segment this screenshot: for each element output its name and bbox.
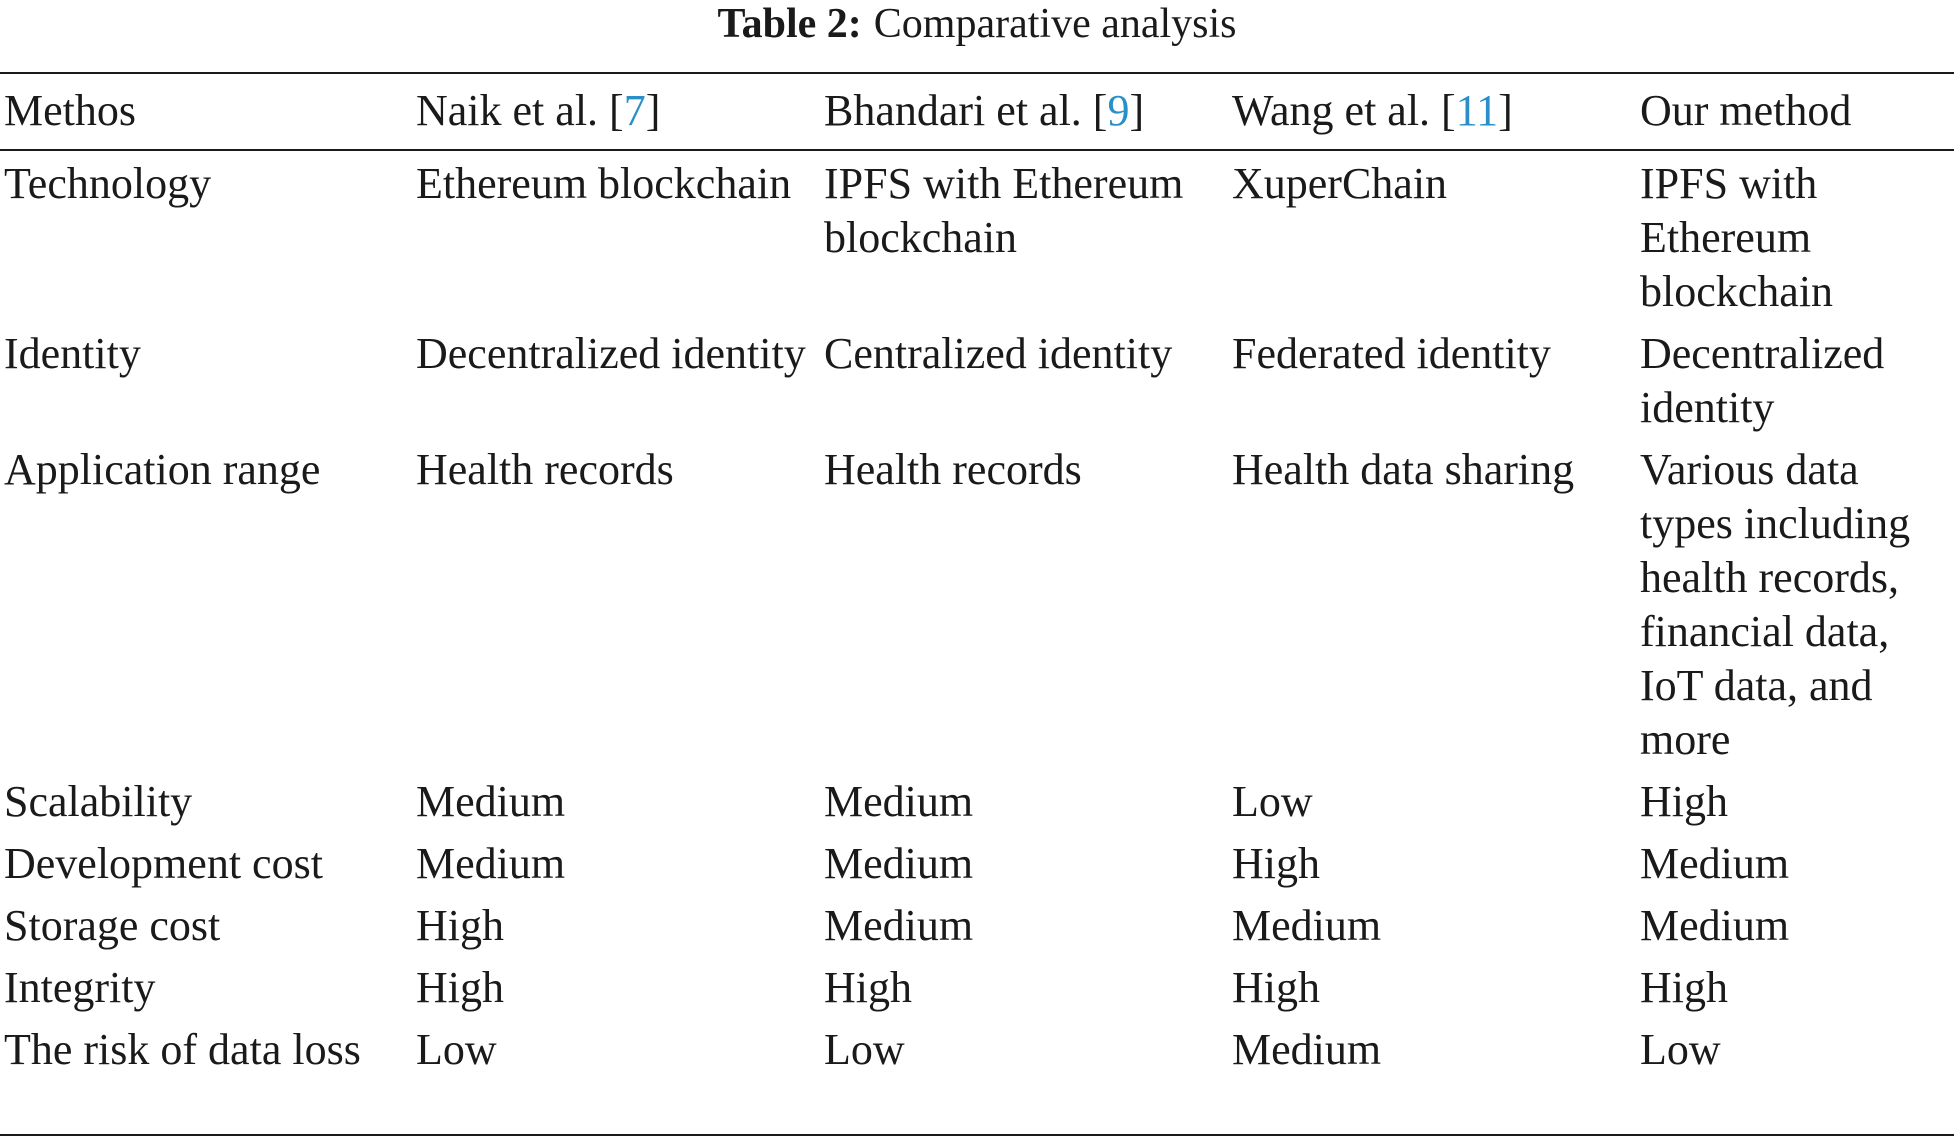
table-row: Identity Decentralized identity Centrali…: [0, 327, 1954, 443]
cell-our-method: Low: [1640, 1025, 1721, 1074]
cell-wang: High: [1232, 839, 1320, 888]
cell-our-method: IPFS with Ethereum blockchain: [1640, 159, 1834, 316]
cell-our-method: Medium: [1640, 839, 1790, 888]
table-row: Development cost Medium Medium High Medi…: [0, 837, 1954, 899]
table-row: Storage cost High Medium Medium Medium: [0, 899, 1954, 961]
cell-our-method: High: [1640, 777, 1728, 826]
table-row: Application range Health records Health …: [0, 443, 1954, 775]
row-label: Scalability: [4, 777, 193, 826]
table-bottom-rule: [0, 1134, 1954, 1136]
cell-wang: Low: [1232, 777, 1313, 826]
cell-wang: Federated identity: [1232, 329, 1551, 378]
cell-bhandari: High: [824, 963, 912, 1012]
row-label: Storage cost: [4, 901, 221, 950]
table-row: The risk of data loss Low Low Medium Low: [0, 1023, 1954, 1085]
cell-naik: Medium: [416, 839, 566, 888]
cell-our-method: Medium: [1640, 901, 1790, 950]
table-caption-label: Table 2:: [717, 1, 862, 47]
cell-wang: Medium: [1232, 901, 1382, 950]
cell-bhandari: Low: [824, 1025, 905, 1074]
cell-bhandari: Health records: [824, 445, 1082, 494]
header-wang: Wang et al. [11]: [1232, 86, 1513, 135]
cell-wang: High: [1232, 963, 1320, 1012]
table-caption-text: Comparative analysis: [873, 1, 1237, 47]
cell-bhandari: Centralized identity: [824, 329, 1173, 378]
cell-naik: Decentralized identity: [416, 329, 806, 378]
header-bhandari: Bhandari et al. [9]: [824, 86, 1145, 135]
table-body: Technology Ethereum blockchain IPFS with…: [0, 149, 1954, 1085]
row-label: Identity: [4, 329, 141, 378]
cell-naik: High: [416, 963, 504, 1012]
cell-wang: Health data sharing: [1232, 445, 1575, 494]
header-row: Methos Naik et al. [7] Bhandari et al. […: [0, 72, 1954, 149]
cell-naik: Low: [416, 1025, 497, 1074]
table-row: Scalability Medium Medium Low High: [0, 775, 1954, 837]
table-header-rule: [0, 149, 1954, 151]
cell-bhandari: Medium: [824, 839, 974, 888]
cell-naik: Health records: [416, 445, 674, 494]
cell-naik: High: [416, 901, 504, 950]
citation-link-9[interactable]: 9: [1107, 86, 1130, 135]
cell-wang: XuperChain: [1232, 159, 1448, 208]
table-caption: Table 2:Comparative analysis: [0, 0, 1954, 56]
cell-our-method: Decentralized identity: [1640, 329, 1885, 432]
cell-bhandari: Medium: [824, 777, 974, 826]
header-methos: Methos: [4, 86, 136, 135]
cell-bhandari: Medium: [824, 901, 974, 950]
row-label: Integrity: [4, 963, 156, 1012]
cell-bhandari: IPFS with Ethereum blockchain: [824, 159, 1184, 262]
cell-naik: Medium: [416, 777, 566, 826]
header-naik: Naik et al. [7]: [416, 86, 661, 135]
row-label: Technology: [4, 159, 212, 208]
table-row: Technology Ethereum blockchain IPFS with…: [0, 149, 1954, 327]
row-label: The risk of data loss: [4, 1025, 361, 1074]
table-row: Integrity High High High High: [0, 961, 1954, 1023]
row-label: Development cost: [4, 839, 323, 888]
table-top-rule: [0, 72, 1954, 74]
cell-wang: Medium: [1232, 1025, 1382, 1074]
citation-link-11[interactable]: 11: [1455, 86, 1499, 135]
cell-our-method: Various data types including health reco…: [1640, 445, 1911, 764]
cell-our-method: High: [1640, 963, 1728, 1012]
citation-link-7[interactable]: 7: [623, 86, 646, 135]
comparison-table: Methos Naik et al. [7] Bhandari et al. […: [0, 72, 1954, 1085]
row-label: Application range: [4, 445, 321, 494]
header-our-method: Our method: [1640, 86, 1852, 135]
table-header: Methos Naik et al. [7] Bhandari et al. […: [0, 72, 1954, 149]
cell-naik: Ethereum blockchain: [416, 159, 792, 208]
